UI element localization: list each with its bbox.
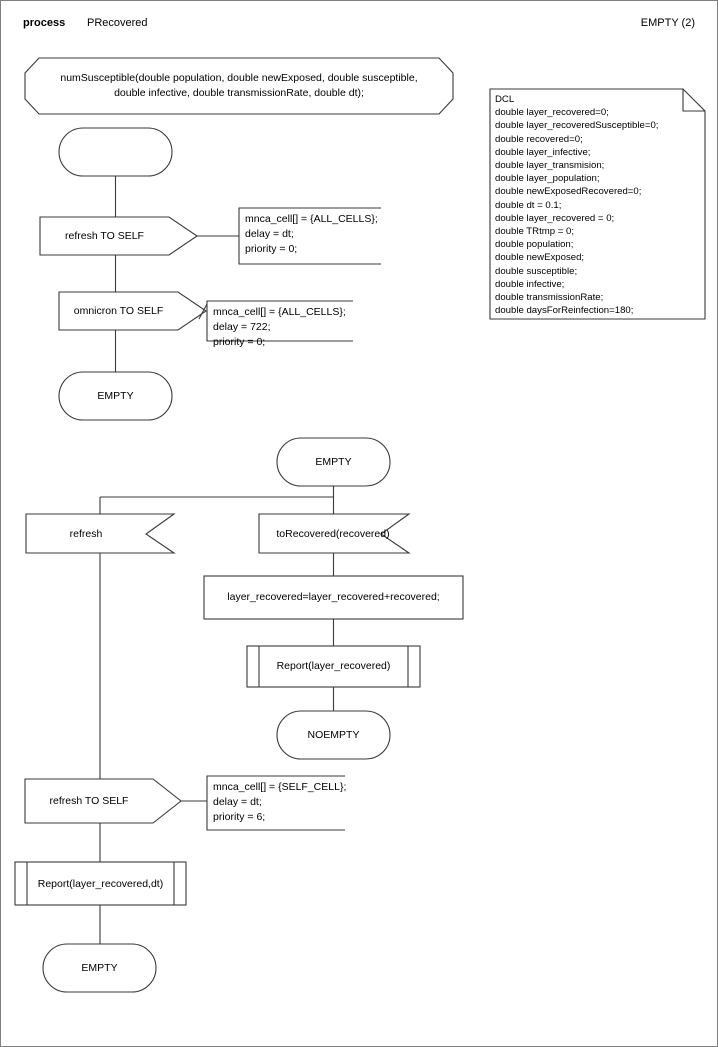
input-refresh-shape (25, 513, 176, 554)
state-empty-3-shape (42, 943, 157, 993)
output-refresh-self-1-label: refresh TO SELF (65, 230, 144, 242)
declaration-box-fold (682, 89, 705, 112)
procedure-signature-text: numSusceptible(double population, double… (60, 72, 418, 99)
page-label: EMPTY (2) (640, 17, 695, 29)
call-report-2-outer (14, 861, 187, 906)
declaration-box-shape (489, 88, 706, 320)
state-empty-1-label: EMPTY (97, 390, 134, 402)
output-refresh-self-1-shape (39, 216, 198, 256)
state-noempty-label: NOEMPTY (307, 729, 360, 741)
output-omnicron-self-shape (58, 291, 207, 331)
comment-box-1-shape (238, 207, 381, 265)
state-empty-2-shape (276, 437, 391, 487)
state-empty-2-label: EMPTY (315, 456, 352, 468)
declaration-box-text: DCL double layer_recovered=0; double lay… (495, 94, 659, 317)
state-empty-1-shape (58, 371, 173, 421)
start-state-shape (58, 127, 173, 177)
state-empty-3-label: EMPTY (81, 962, 118, 974)
state-noempty-shape (276, 710, 391, 760)
task-assign-shape (203, 575, 464, 620)
process-keyword-label: process (23, 17, 66, 29)
task-assign-label: layer_recovered=layer_recovered+recovere… (227, 591, 440, 603)
input-to-recovered-label: toRecovered(recovered) (276, 528, 390, 540)
comment-refresh-1-text: mnca_cell[] = {ALL_CELLS}; delay = dt; p… (245, 213, 378, 255)
comment-box-3-shape (206, 775, 345, 831)
comment-omnicron-text: mnca_cell[] = {ALL_CELLS}; delay = 722; … (213, 306, 346, 348)
procedure-signature-shape (24, 57, 454, 115)
call-report-1-outer (246, 645, 421, 688)
input-refresh-label: refresh (69, 528, 103, 540)
process-name-label: PRecovered (87, 17, 148, 29)
comment-box-2-shape (206, 300, 353, 342)
output-refresh-self-2-shape (24, 778, 182, 824)
comment-refresh-2-text: mnca_cell[] = {SELF_CELL}; delay = dt; p… (213, 781, 347, 823)
output-refresh-self-2-label: refresh TO SELF (49, 795, 129, 807)
output-omnicron-self-label: omnicron TO SELF (73, 305, 164, 317)
call-report-1-label: Report(layer_recovered) (276, 660, 391, 672)
input-to-recovered-shape (258, 513, 411, 554)
call-report-2-label: Report(layer_recovered,dt) (37, 878, 164, 890)
comment-leader-2 (198, 303, 208, 320)
